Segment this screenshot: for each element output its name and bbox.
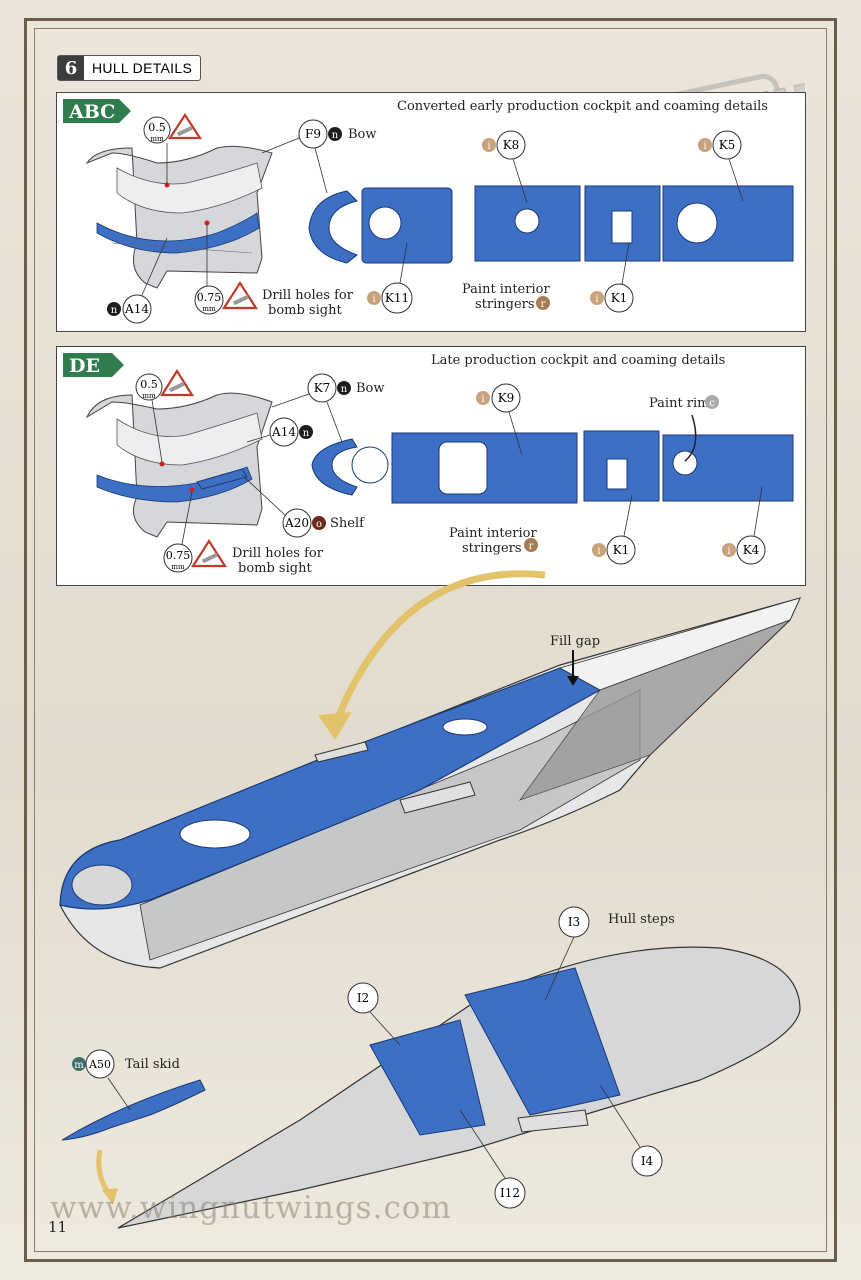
drill-unit: mm	[150, 135, 164, 143]
drill-unit: mm	[171, 563, 185, 571]
panel-de: DE Late production cockpit and coaming d…	[56, 346, 806, 586]
paint-code: i	[372, 294, 375, 305]
part-id: K4	[743, 543, 760, 557]
drill-note-line2: bomb sight	[268, 303, 342, 318]
drill-note-line2: bomb sight	[238, 561, 312, 576]
rim-note: Paint rim	[649, 396, 710, 411]
drill-note-line1: Drill holes for	[232, 546, 324, 561]
step-number: 6	[58, 56, 84, 80]
paint-rim-note: Paint rim c	[649, 395, 719, 462]
drill-size: 0.5	[148, 121, 166, 134]
stringers-note-line2: stringers	[462, 541, 522, 556]
page-border	[24, 18, 837, 1262]
paint-code: n	[111, 305, 118, 316]
drill-unit: mm	[202, 305, 216, 313]
drill-callout-0-75: 0.75 mm Drill holes for bomb sight	[163, 491, 324, 576]
part-note: Shelf	[330, 516, 365, 531]
part-callout-k11: i K11	[367, 242, 413, 314]
drill-note-line1: Drill holes for	[262, 288, 354, 303]
part-id: K8	[503, 138, 520, 152]
paint-code: i	[727, 546, 730, 557]
part-id: K7	[314, 381, 331, 395]
stringers-note: Paint interior stringers r	[462, 282, 550, 312]
part-callout-f9: F9 n Bow	[261, 119, 377, 194]
variant-tag-de: DE	[63, 353, 124, 377]
part-id: K5	[719, 138, 736, 152]
part-callout-a14: A14 n	[246, 417, 313, 447]
part-id: A14	[271, 425, 296, 439]
part-callout-k5: i K5	[698, 130, 744, 202]
part-callout-k7: K7 n Bow	[271, 373, 385, 443]
coaming-parts-abc	[308, 185, 794, 264]
website-watermark: www.wingnutwings.com	[50, 1190, 452, 1226]
panel-caption: Late production cockpit and coaming deta…	[431, 353, 725, 368]
part-id: K11	[385, 291, 409, 305]
part-id: K1	[611, 291, 628, 305]
cockpit-tub	[85, 145, 273, 289]
page-number: 11	[48, 1218, 68, 1236]
part-callout-a14: n A14	[107, 237, 168, 324]
variant-label: DE	[69, 355, 100, 377]
page-border-inner	[34, 28, 827, 1252]
part-callout-k8: i K8	[482, 130, 528, 204]
part-note: Bow	[356, 381, 385, 396]
stringers-note: Paint interior stringers r	[449, 526, 538, 556]
part-id: K1	[613, 543, 630, 557]
part-note: Bow	[348, 127, 377, 142]
panel-de-drawing: DE Late production cockpit and coaming d…	[63, 353, 794, 576]
panel-abc-drawing: ABC Converted early production cockpit a…	[63, 99, 794, 324]
part-id: K9	[498, 391, 515, 405]
panel-abc: ABC Converted early production cockpit a…	[56, 92, 806, 332]
paint-code: r	[529, 541, 534, 552]
drill-size: 0.75	[197, 291, 222, 304]
part-id: A20	[284, 516, 309, 530]
part-callout-k1: i K1	[590, 242, 634, 313]
coaming-parts-de	[311, 430, 794, 504]
stringers-note-line1: Paint interior	[462, 282, 550, 297]
paint-code: i	[481, 394, 484, 405]
paint-code: i	[597, 546, 600, 557]
drill-callout-0-5: 0.5 mm	[143, 112, 203, 185]
paint-code: n	[303, 428, 310, 439]
paint-code: o	[316, 519, 322, 530]
variant-label: ABC	[68, 101, 115, 123]
paint-code: i	[487, 141, 490, 152]
paint-code: n	[341, 384, 348, 395]
drill-callout-0-75: 0.75 mm Drill holes for bomb sight	[194, 223, 354, 318]
drill-callout-0-5: 0.5 mm	[135, 368, 194, 463]
step-title: HULL DETAILS	[92, 60, 193, 76]
drill-size: 0.75	[166, 549, 191, 562]
step-header: 6 HULL DETAILS	[57, 55, 202, 81]
paint-code: c	[709, 398, 715, 409]
paint-code: i	[703, 141, 706, 152]
panel-caption: Converted early production cockpit and c…	[397, 99, 768, 114]
stringers-note-line1: Paint interior	[449, 526, 537, 541]
stringers-note-line2: stringers	[475, 297, 535, 312]
part-callout-a20: A20 o Shelf	[241, 474, 365, 538]
part-callout-k9: i K9	[476, 383, 523, 456]
part-id: A14	[124, 302, 149, 316]
paint-code: n	[332, 130, 339, 141]
variant-tag-abc: ABC	[63, 99, 131, 123]
part-callout-k4: i K4	[722, 486, 766, 565]
cockpit-tub	[85, 392, 273, 538]
paint-code: r	[541, 299, 546, 310]
part-id: F9	[305, 127, 321, 141]
paint-code: i	[595, 294, 598, 305]
drill-unit: mm	[142, 392, 156, 400]
part-callout-k1: i K1	[592, 494, 636, 565]
drill-size: 0.5	[140, 378, 158, 391]
